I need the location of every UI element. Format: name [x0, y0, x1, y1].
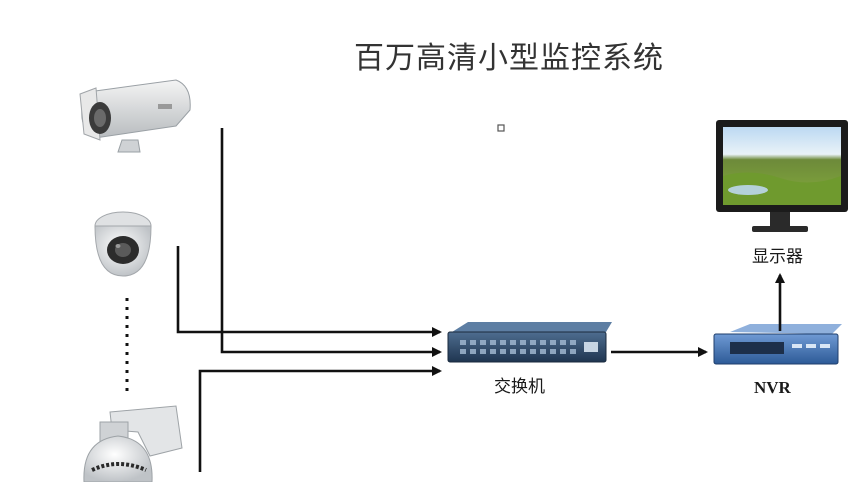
- wire-bullet-camera: [220, 128, 442, 357]
- dome-camera-icon: [94, 211, 152, 277]
- ptz-camera-icon: [83, 405, 183, 482]
- switch-icon: [447, 322, 612, 363]
- nvr-icon: [713, 324, 842, 365]
- wire-dome-camera: [176, 246, 442, 337]
- bullet-camera-icon: [79, 79, 191, 153]
- monitor-label: 显示器: [752, 247, 803, 267]
- nvr-label: NVR: [754, 378, 792, 397]
- wire-ptz-camera: [198, 366, 442, 472]
- stray-mark: [497, 124, 505, 132]
- switch-label: 交换机: [494, 377, 545, 397]
- monitor-icon: [716, 120, 848, 232]
- diagram-title: 百万高清小型监控系统: [354, 41, 664, 76]
